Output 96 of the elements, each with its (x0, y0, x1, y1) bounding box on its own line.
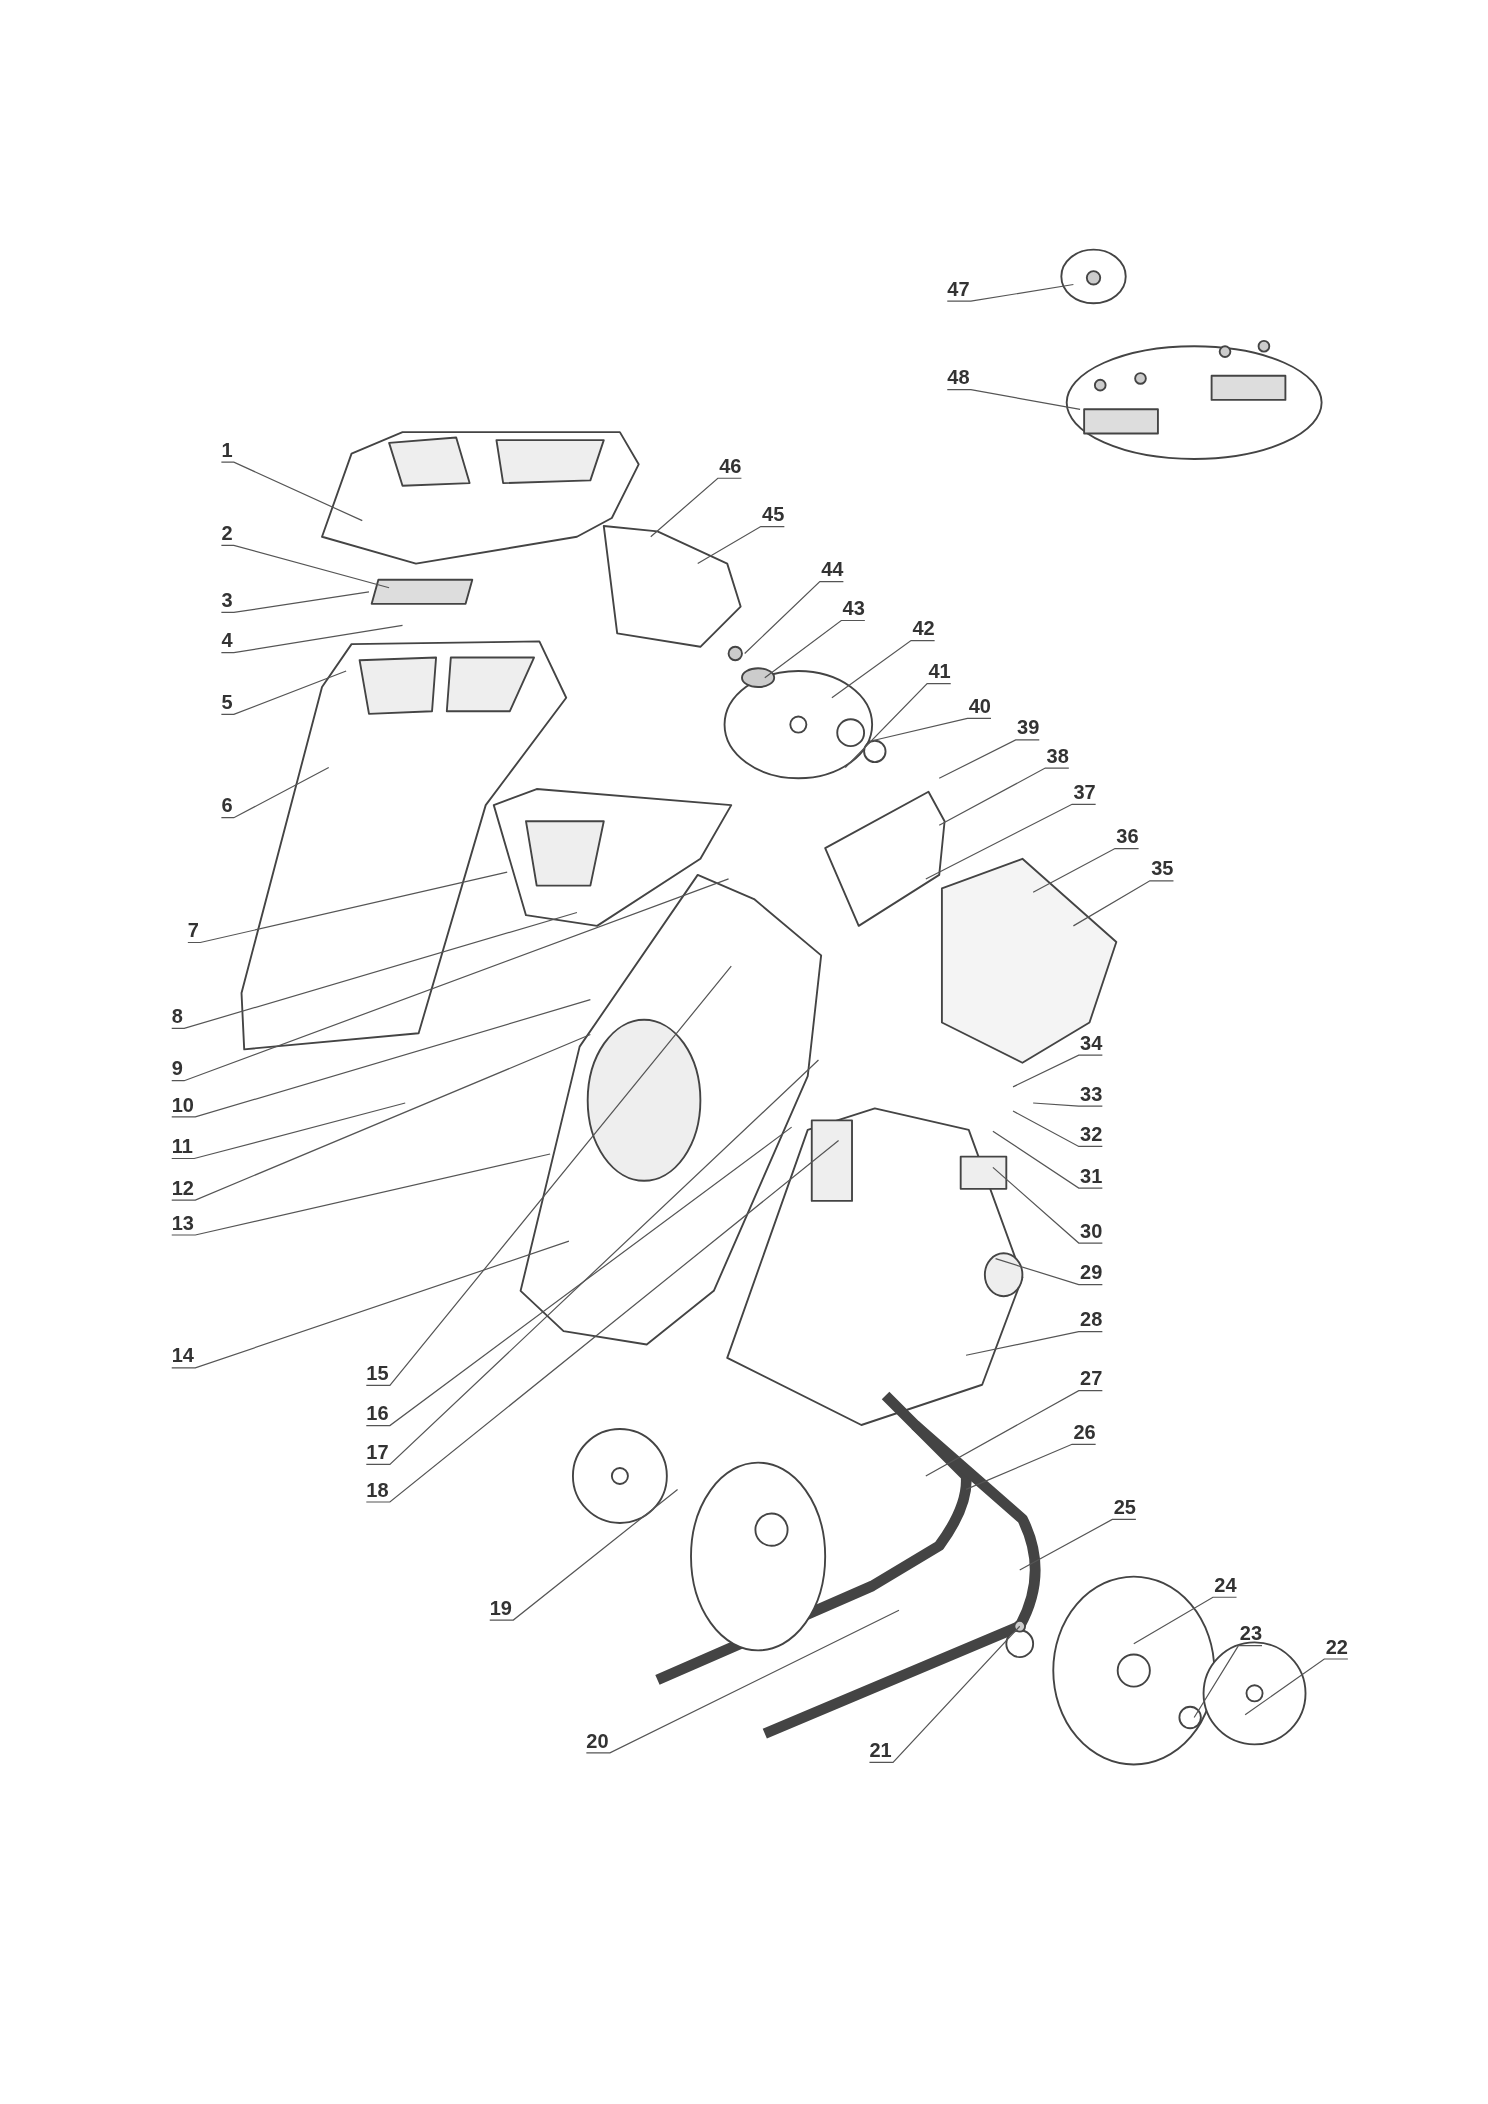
callout-number: 5 (221, 691, 233, 713)
leader-line (365, 1059, 820, 1466)
callout-number: 23 (1239, 1622, 1262, 1645)
callout-number: 17 (366, 1441, 389, 1464)
leader-line (946, 389, 1081, 410)
callout-number: 7 (187, 919, 199, 942)
callout-number: 41 (928, 660, 951, 683)
leader-line (220, 461, 363, 522)
callout-number: 35 (1151, 857, 1174, 880)
callout-number: 30 (1080, 1219, 1103, 1242)
callout-number: 8 (171, 1004, 183, 1027)
leader-line (365, 965, 732, 1386)
leader-line (365, 1139, 840, 1503)
callout-number: 47 (947, 277, 970, 300)
leader-line (871, 717, 992, 742)
leader-line (171, 878, 730, 1082)
callout-number: 13 (171, 1211, 194, 1234)
callout-number: 43 (842, 597, 865, 620)
callout-number: 14 (171, 1344, 194, 1367)
callout-number: 45 (762, 503, 785, 526)
leader-line (650, 477, 743, 538)
leader-line (1193, 1644, 1263, 1719)
leader-line (1012, 1054, 1103, 1088)
callout-number: 37 (1073, 780, 1096, 803)
callout-number: 28 (1080, 1308, 1103, 1331)
leader-line (938, 739, 1040, 779)
leader-line (994, 1258, 1103, 1286)
leader-line (965, 1443, 1097, 1490)
leader-line (697, 525, 785, 565)
callout-number: 39 (1017, 716, 1040, 739)
callout-number: 25 (1113, 1496, 1136, 1519)
leader-line (171, 911, 578, 1029)
leader-line (171, 999, 591, 1118)
leader-line (992, 1130, 1103, 1189)
leader-line (925, 803, 1097, 880)
leader-line (744, 580, 844, 655)
callout-number: 44 (821, 558, 844, 581)
callout-number: 40 (968, 695, 991, 717)
callout-number: 27 (1080, 1367, 1103, 1390)
callout-number: 36 (1116, 825, 1139, 848)
callout-number: 4 (221, 629, 233, 652)
leader-line (1019, 1518, 1137, 1571)
leader-line (171, 1102, 406, 1160)
leader-line (171, 1153, 551, 1236)
callout-number: 15 (366, 1361, 389, 1384)
leader-line (1032, 1102, 1103, 1107)
leader-line (187, 871, 508, 944)
leader-line (220, 670, 347, 715)
callout-number: 48 (947, 366, 970, 389)
callout-number: 24 (1214, 1573, 1237, 1596)
leader-line (844, 682, 952, 769)
leader-line (764, 619, 866, 679)
callout-number: 2 (221, 521, 233, 544)
leader-line (489, 1488, 679, 1621)
callout-number: 3 (221, 589, 233, 611)
leader-line (171, 1240, 570, 1369)
leader-line (171, 1033, 591, 1201)
callout-number: 20 (586, 1729, 609, 1752)
leader-line (965, 1331, 1103, 1356)
callout-number: 1 (221, 438, 233, 461)
callout-number: 32 (1080, 1123, 1103, 1146)
leader-line (1133, 1596, 1238, 1645)
callout-number: 34 (1080, 1031, 1103, 1054)
leader-line (946, 283, 1074, 302)
callout-number: 9 (171, 1057, 183, 1080)
callout-number: 6 (221, 794, 233, 817)
callout-number: 31 (1080, 1164, 1103, 1187)
callout-number: 26 (1073, 1420, 1096, 1443)
leader-line (365, 1126, 793, 1427)
leader-line (1072, 880, 1175, 927)
callout-number: 10 (171, 1093, 194, 1116)
leader-line (220, 544, 390, 589)
leader-line (1032, 847, 1140, 893)
callout-number: 22 (1325, 1635, 1348, 1658)
callout-number: 42 (912, 617, 935, 640)
callout-number: 12 (171, 1176, 194, 1199)
callout-number: 33 (1080, 1082, 1103, 1105)
leader-line (220, 624, 404, 654)
callout-number: 11 (171, 1135, 193, 1158)
callout-number: 16 (366, 1402, 389, 1425)
leader-line (585, 1609, 900, 1754)
leader-line (992, 1166, 1103, 1244)
leader-line (925, 1390, 1103, 1477)
callout-number: 18 (366, 1478, 389, 1501)
callout-number: 19 (489, 1596, 512, 1619)
leader-line (868, 1625, 1021, 1763)
callout-number: 38 (1046, 744, 1069, 767)
callout-number: 46 (719, 454, 742, 477)
leader-line (220, 591, 370, 614)
leader-line (1012, 1110, 1103, 1148)
leader-line (220, 766, 330, 819)
callout-number: 21 (869, 1738, 892, 1761)
leader-line (938, 767, 1070, 826)
leader-line (831, 640, 936, 699)
leader-line (1244, 1658, 1349, 1716)
callout-number: 29 (1080, 1261, 1103, 1284)
